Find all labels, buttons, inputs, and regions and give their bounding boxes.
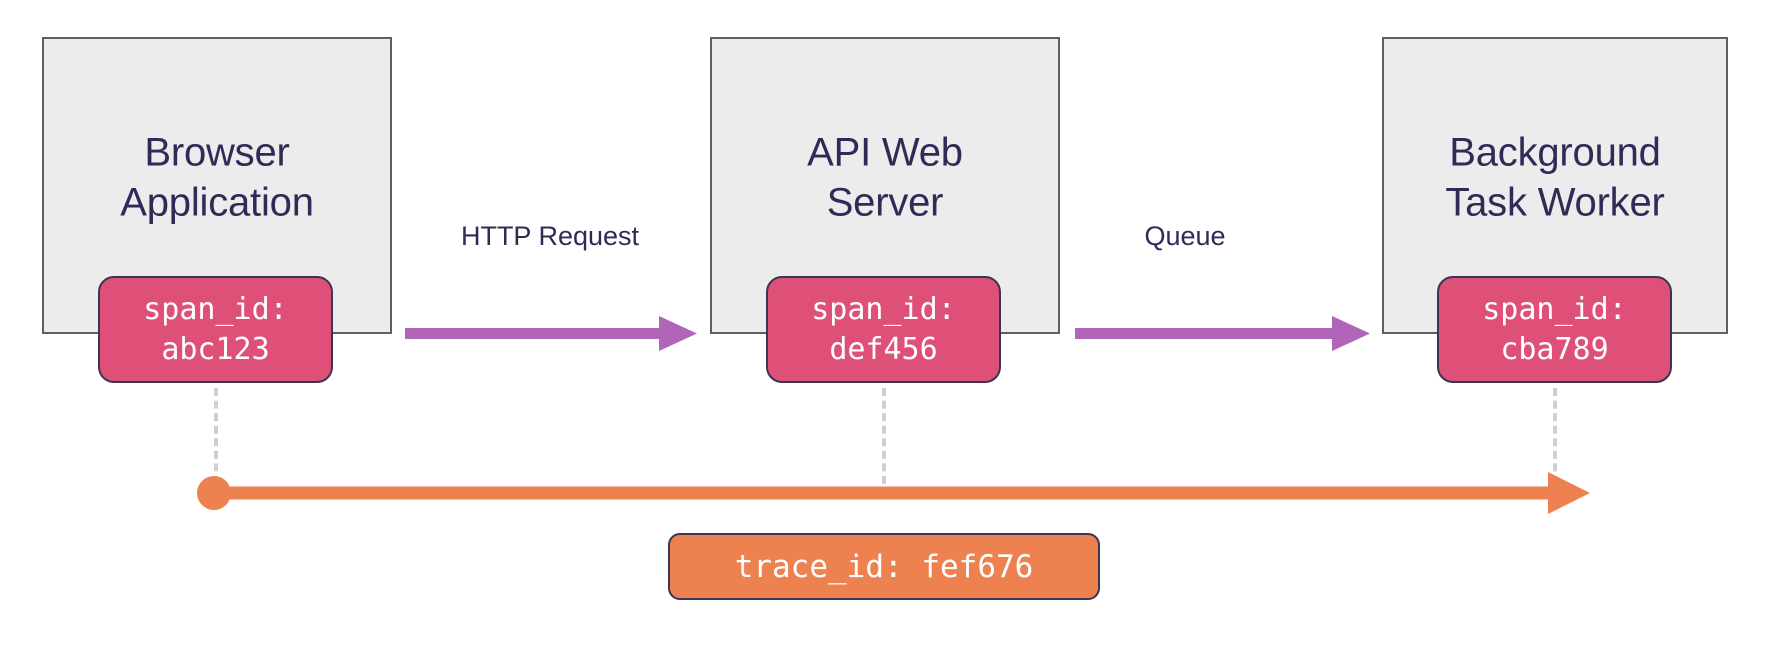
flow-arrow-queue[interactable]	[1075, 311, 1370, 355]
dropper-line-background-task-worker	[1553, 388, 1557, 484]
span-badge-api-web-server[interactable]: span_id: def456	[766, 276, 1001, 383]
trace-id-pill-text: trace_id: fef676	[734, 548, 1034, 585]
service-title-browser-application: Browser Application	[120, 130, 314, 225]
dropper-line-api-web-server	[882, 388, 886, 484]
flow-arrow-http-request[interactable]	[405, 311, 697, 355]
span-badge-background-task-worker[interactable]: span_id: cba789	[1437, 276, 1672, 383]
span-badge-browser-application[interactable]: span_id: abc123	[98, 276, 333, 383]
trace-id-pill[interactable]: trace_id: fef676	[668, 533, 1100, 600]
flow-label-queue: Queue	[1144, 221, 1226, 251]
span-badge-text-def456: span_id: def456	[811, 291, 956, 367]
service-title-background-task-worker: Background Task Worker	[1445, 130, 1665, 225]
service-title-api-web-server: API Web Server	[807, 130, 963, 225]
trace-end-arrowhead	[1548, 472, 1590, 514]
trace-start-dot	[197, 476, 231, 510]
dropper-line-browser-application	[214, 388, 218, 484]
span-badge-text-cba789: span_id: cba789	[1482, 291, 1627, 367]
flow-label-http-request: HTTP Request	[460, 221, 640, 251]
trace-timeline-arrow[interactable]	[180, 466, 1600, 520]
span-badge-text-abc123: span_id: abc123	[143, 291, 288, 367]
